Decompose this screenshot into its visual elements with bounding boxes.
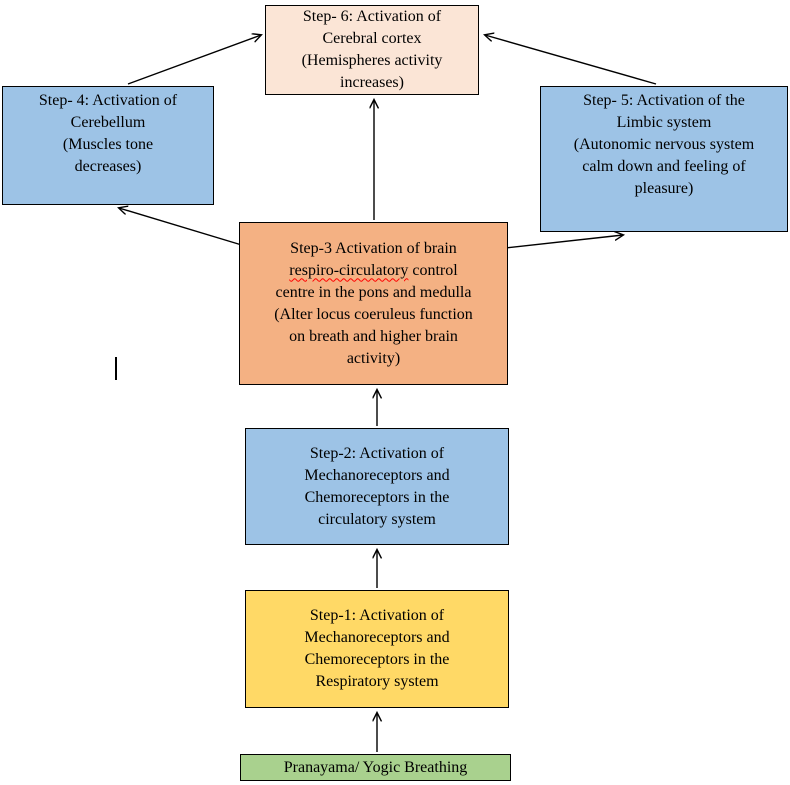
box-step4-text: Step- 4: Activation of Cerebellum (Muscl…	[38, 92, 178, 175]
box-step3-brain-control-centre: Step-3 Activation of brain respiro-circu…	[239, 222, 508, 385]
arrow-step5-to-step6	[485, 35, 657, 85]
box-step3-text: Step-3 Activation of brain respiro-circu…	[274, 238, 473, 370]
box-step3-text-part1: Step-3 Activation of brain	[290, 239, 457, 257]
arrow-step3-to-step5	[504, 235, 623, 249]
box-step6-cerebral-cortex: Step- 6: Activation of Cerebral cortex (…	[265, 5, 479, 95]
box-step2-text: Step-2: Activation of Mechanoreceptors a…	[304, 444, 450, 528]
box-step6-text: Step- 6: Activation of Cerebral cortex (…	[301, 8, 443, 91]
box-step4-cerebellum: Step- 4: Activation of Cerebellum (Muscl…	[2, 86, 214, 205]
box-pranayama-text: Pranayama/ Yogic Breathing	[283, 758, 468, 776]
stray-cursor-mark	[115, 357, 117, 380]
box-step1-text: Step-1: Activation of Mechanoreceptors a…	[304, 607, 450, 690]
box-step3-text-part2: control centre in the pons and medulla (…	[274, 261, 473, 367]
arrow-step4-to-step6	[127, 35, 261, 85]
box-step2-circulatory-receptors: Step-2: Activation of Mechanoreceptors a…	[245, 428, 509, 545]
box-step5-text: Step- 5: Activation of the Limbic system…	[573, 92, 755, 197]
arrow-step3-to-step4	[119, 208, 246, 247]
box-step5-limbic-system: Step- 5: Activation of the Limbic system…	[540, 86, 788, 232]
misspelled-word-respiro-circulatory: respiro-circulatory	[289, 261, 409, 279]
box-step1-respiratory-receptors: Step-1: Activation of Mechanoreceptors a…	[245, 590, 509, 708]
box-pranayama-source: Pranayama/ Yogic Breathing	[240, 754, 511, 781]
